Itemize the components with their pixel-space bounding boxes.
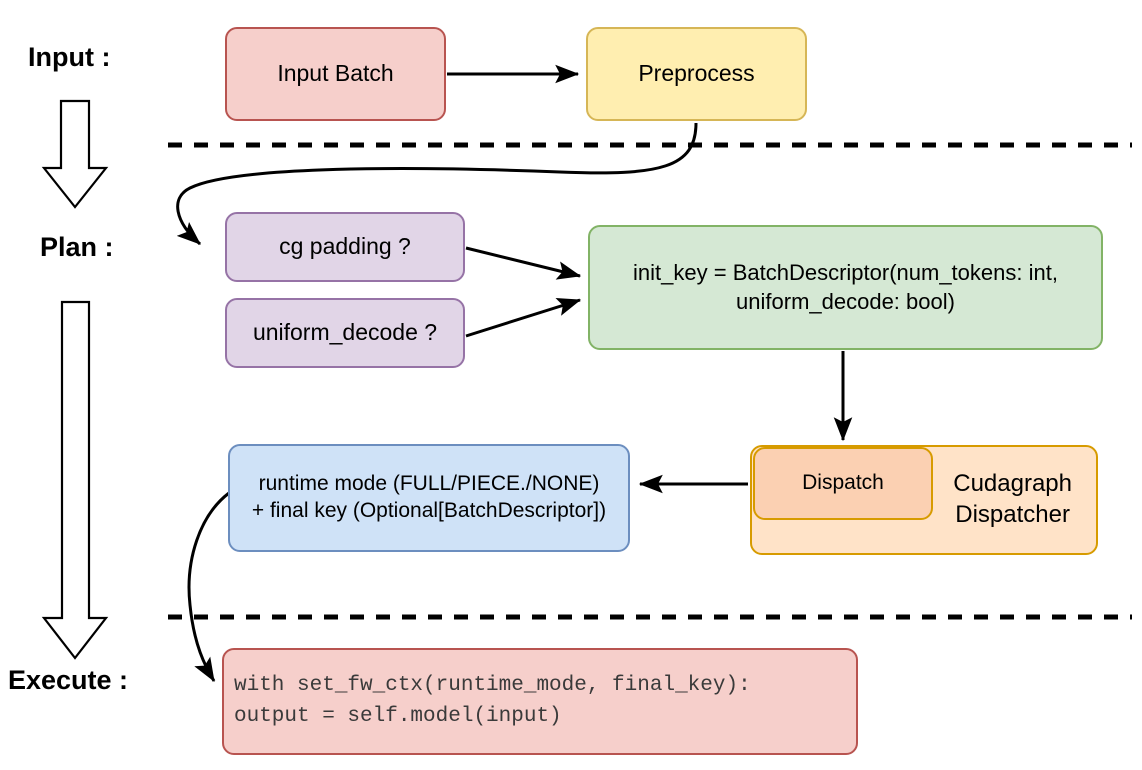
node-cg-padding-label: cg padding ? [279, 233, 411, 260]
node-input-batch-label: Input Batch [277, 60, 394, 87]
stage-label-execute: Execute : [8, 665, 129, 695]
node-preprocess-label: Preprocess [638, 60, 755, 87]
node-input-batch[interactable]: Input Batch [225, 27, 446, 121]
node-dispatch[interactable]: Dispatch [753, 447, 933, 520]
stage-label-input: Input : [28, 42, 111, 72]
node-code-block[interactable]: with set_fw_ctx(runtime_mode, final_key)… [222, 648, 858, 755]
node-uniform-decode-label: uniform_decode ? [252, 319, 438, 346]
node-preprocess[interactable]: Preprocess [586, 27, 807, 121]
edge-cg-padding-to-init-key [465, 246, 582, 280]
node-code-block-text: with set_fw_ctx(runtime_mode, final_key)… [234, 674, 751, 728]
node-dispatch-label: Dispatch [802, 471, 884, 495]
stage-label-plan: Plan : [40, 232, 114, 262]
node-cudagraph-dispatcher-label: Cudagraph Dispatcher [953, 470, 1072, 528]
plan-to-execute-block-arrow [41, 300, 109, 660]
node-runtime-mode-label: runtime mode (FULL/PIECE./NONE) + final … [251, 472, 607, 522]
input-to-plan-block-arrow [41, 99, 109, 209]
node-runtime-mode[interactable]: runtime mode (FULL/PIECE./NONE) + final … [228, 444, 630, 552]
node-init-key-label: init_key = BatchDescriptor(num_tokens: i… [633, 260, 1058, 314]
node-init-key[interactable]: init_key = BatchDescriptor(num_tokens: i… [588, 225, 1103, 350]
node-uniform-decode[interactable]: uniform_decode ? [225, 298, 465, 368]
node-cg-padding[interactable]: cg padding ? [225, 212, 465, 282]
edge-uniform-decode-to-init-key [465, 297, 582, 338]
